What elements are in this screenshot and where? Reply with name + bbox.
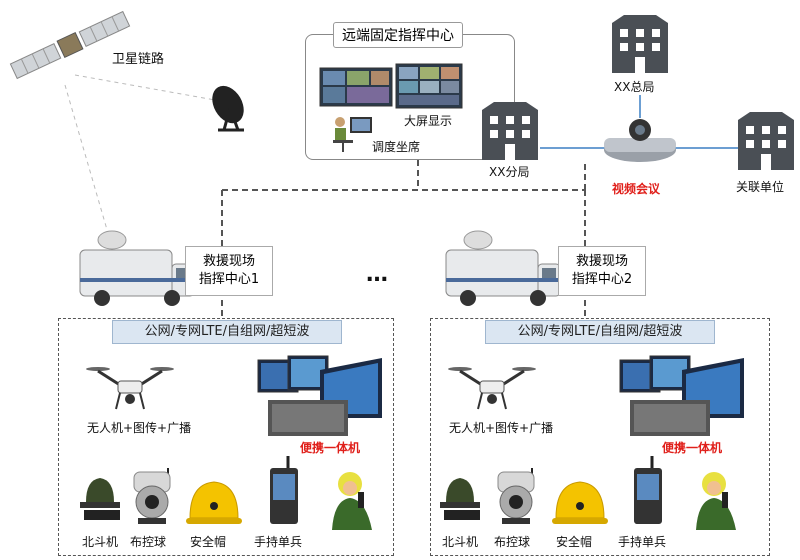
branch-building-icon — [482, 102, 538, 160]
site1-drone-label: 无人机+图传+广播 — [87, 421, 192, 435]
site1-command-label: 救援现场 指挥中心1 — [185, 246, 273, 296]
site2-command-label: 救援现场 指挥中心2 — [558, 246, 646, 296]
site1-ball-camera-icon — [133, 468, 171, 524]
command-vehicle-2-icon — [445, 230, 561, 306]
site2-drone-icon — [448, 367, 536, 410]
video-conference-label: 视频会议 — [612, 182, 661, 196]
site1-ball-camera-label: 布控球 — [130, 535, 167, 549]
site1-handheld-label: 手持单兵 — [254, 535, 303, 549]
site1-beidou-icon — [80, 478, 120, 520]
hq-building-icon — [612, 15, 668, 73]
site2-handheld-label: 手持单兵 — [618, 535, 667, 549]
site2-beidou-icon — [440, 478, 480, 520]
site2-beidou-label: 北斗机 — [442, 535, 479, 549]
site2-helmet-label: 安全帽 — [556, 535, 593, 549]
site1-soldier-icon — [332, 472, 372, 530]
site1-field-box — [58, 318, 394, 556]
ellipsis: … — [366, 262, 388, 287]
related-unit-label: 关联单位 — [736, 180, 785, 194]
satellite-to-vehicle-link — [64, 84, 111, 241]
site1-network-bar: 公网/专网LTE/自组网/超短波 — [112, 320, 342, 344]
site1-helmet-label: 安全帽 — [190, 535, 227, 549]
related-unit-building-icon — [738, 112, 794, 170]
site2-drone-label: 无人机+图传+广播 — [449, 421, 554, 435]
site2-portable-label: 便携一体机 — [662, 441, 723, 455]
site1-helmet-icon — [186, 481, 242, 524]
site1-handheld-icon — [270, 456, 298, 524]
site2-soldier-icon — [696, 472, 736, 530]
command-vehicle-1-icon — [79, 230, 195, 306]
remote-center-title: 远端固定指挥中心 — [333, 22, 463, 48]
site2-network-bar: 公网/专网LTE/自组网/超短波 — [485, 320, 715, 344]
site1-portable-unit-icon — [257, 355, 382, 436]
site1-label-line2: 指挥中心1 — [198, 272, 260, 287]
satellite-link-label: 卫星链路 — [112, 52, 165, 67]
site2-ball-camera-icon — [497, 468, 535, 524]
site1-portable-label: 便携一体机 — [300, 441, 361, 455]
site1-label-line1: 救援现场 — [202, 254, 255, 269]
big-screen-label: 大屏显示 — [404, 114, 453, 128]
branch-label: XX分局 — [489, 165, 530, 179]
site2-helmet-icon — [552, 481, 608, 524]
site1-beidou-label: 北斗机 — [82, 535, 119, 549]
site2-label-line1: 救援现场 — [575, 254, 628, 269]
site2-handheld-icon — [634, 456, 662, 524]
hq-label: XX总局 — [614, 80, 655, 94]
site2-field-box — [430, 318, 770, 556]
video-conference-icon — [604, 119, 676, 162]
site2-ball-camera-label: 布控球 — [494, 535, 531, 549]
site1-drone-icon — [86, 367, 174, 410]
dispatch-seat-label: 调度坐席 — [372, 140, 421, 154]
site2-portable-unit-icon — [619, 355, 744, 436]
site2-label-line2: 指挥中心2 — [571, 272, 633, 287]
